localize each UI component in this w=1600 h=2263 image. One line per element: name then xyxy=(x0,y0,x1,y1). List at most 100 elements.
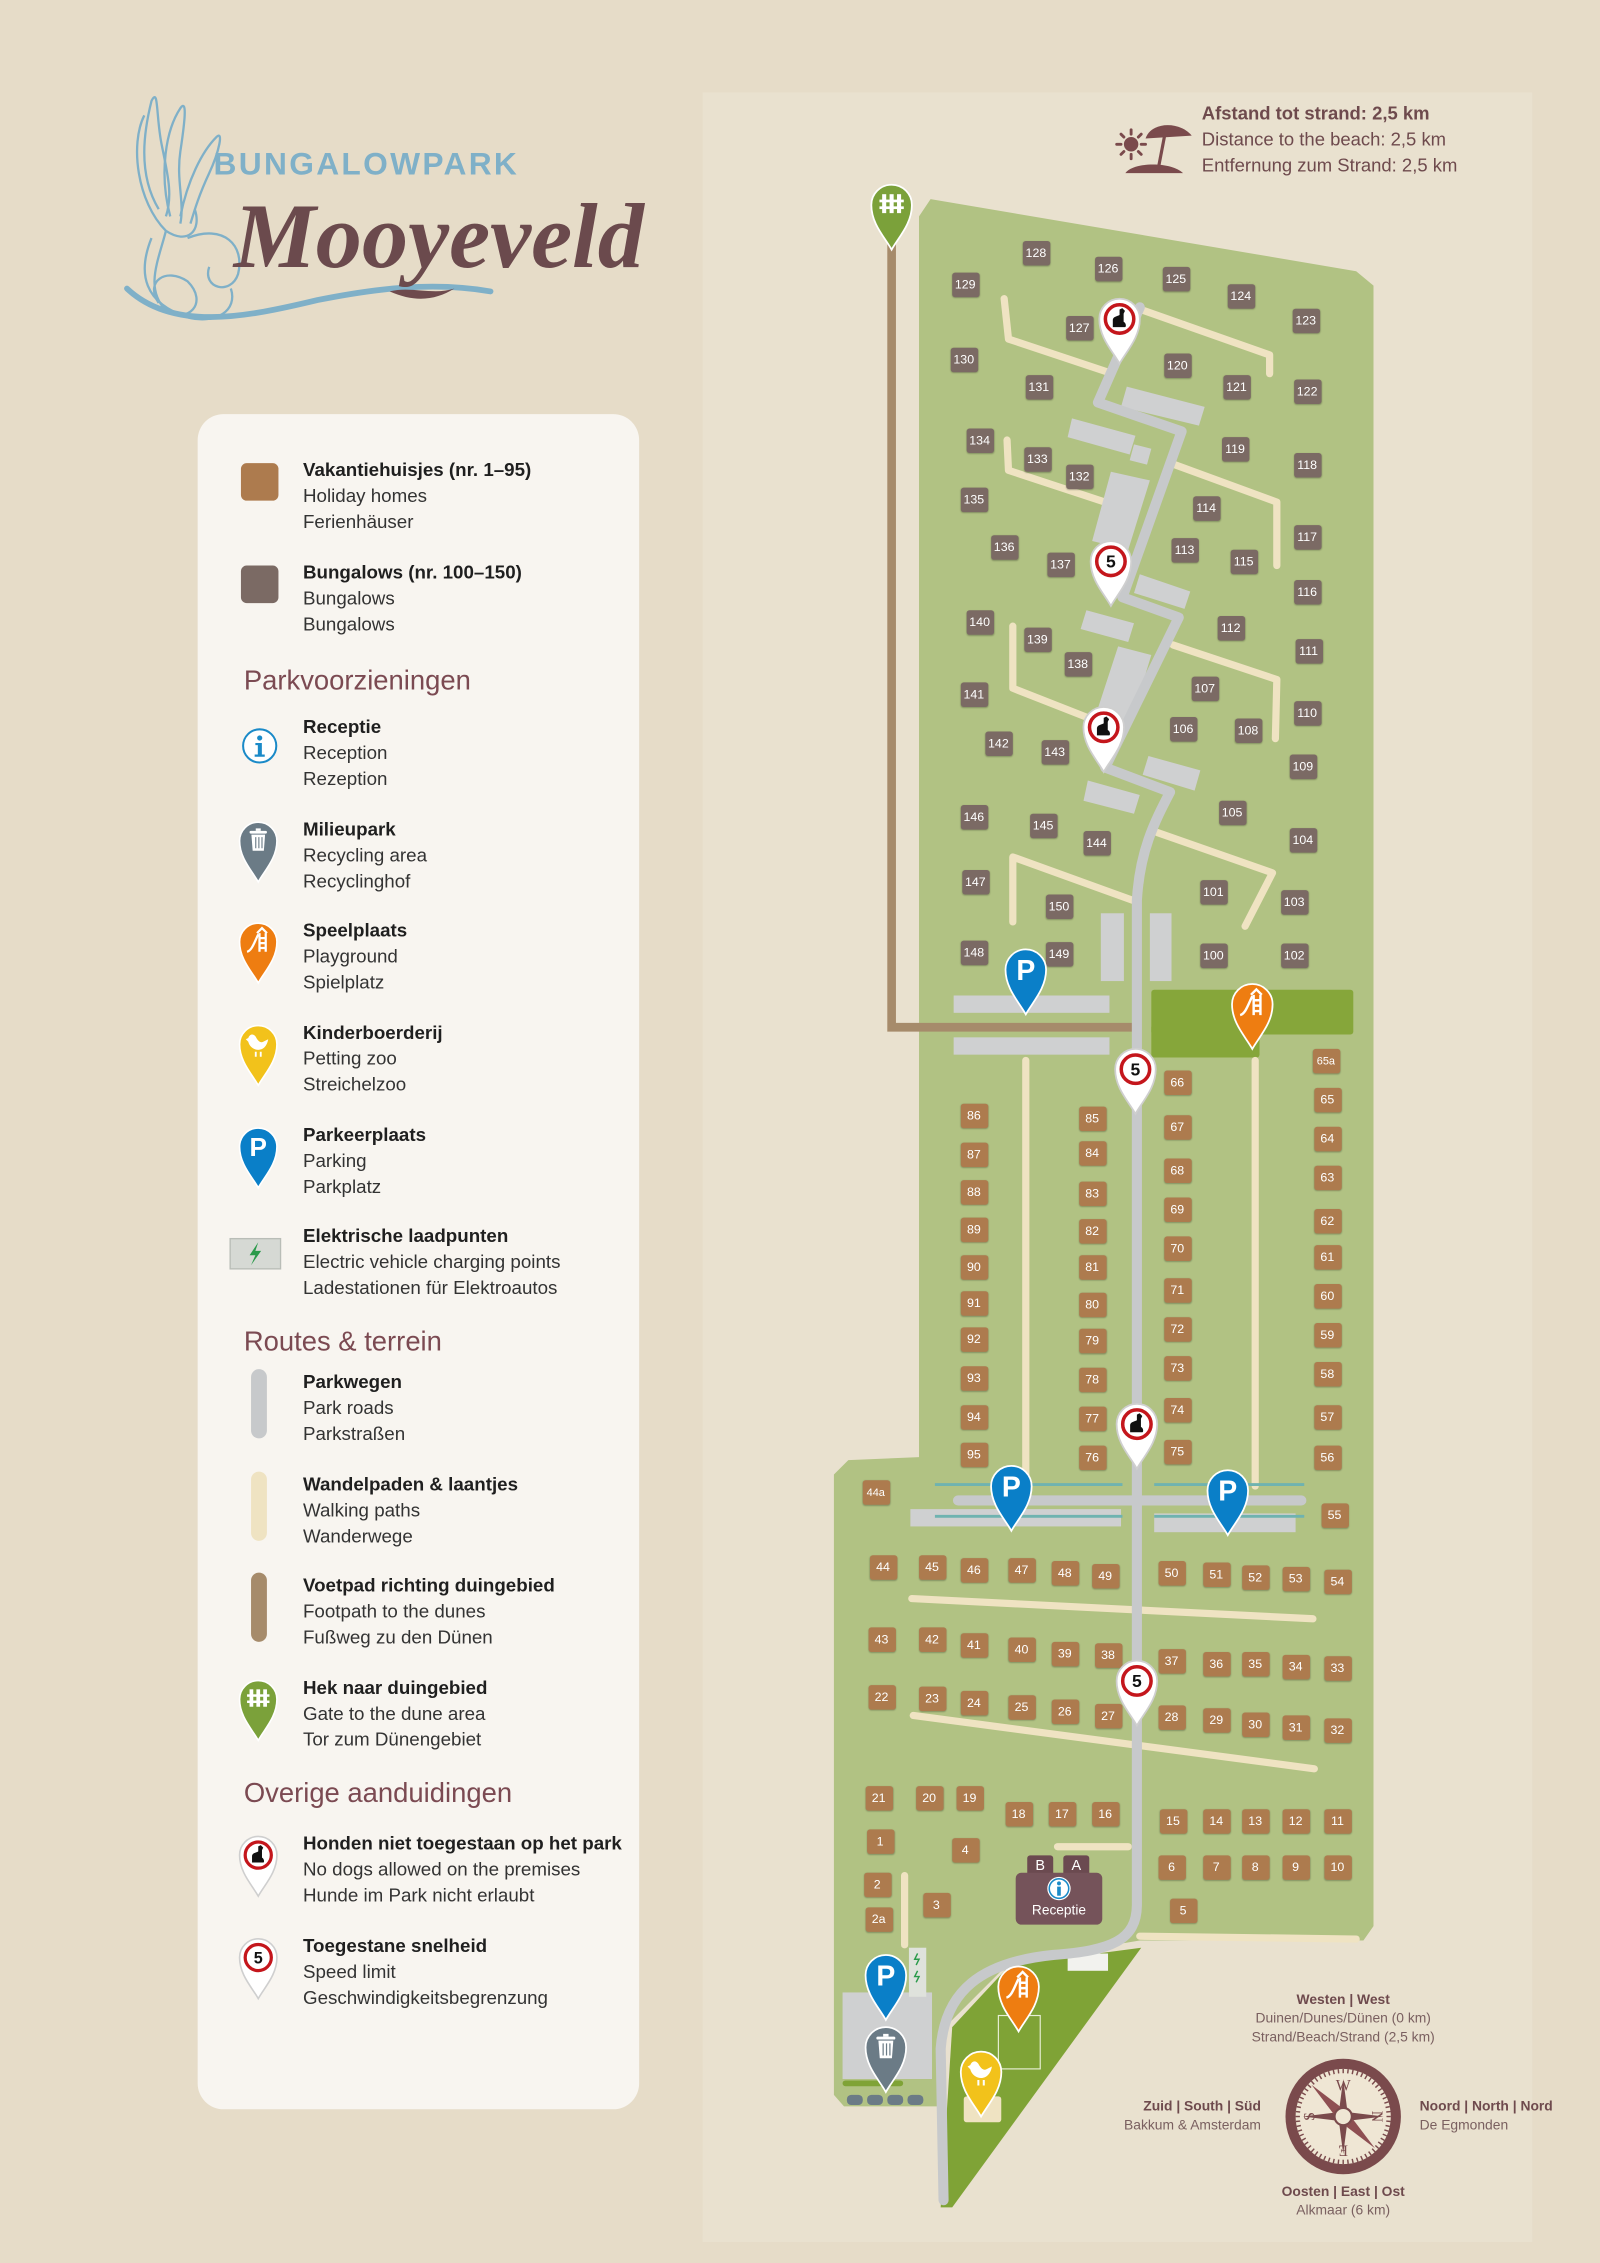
holiday-home-marker[interactable]: 7 xyxy=(1202,1854,1230,1880)
holiday-home-marker[interactable]: 68 xyxy=(1163,1157,1191,1183)
holiday-home-marker[interactable]: 93 xyxy=(960,1365,988,1391)
holiday-home-marker[interactable]: 62 xyxy=(1313,1208,1342,1233)
holiday-home-marker[interactable]: 57 xyxy=(1313,1404,1342,1430)
holiday-home-marker[interactable]: 40 xyxy=(1007,1636,1036,1662)
bungalow-marker[interactable]: 124 xyxy=(1227,283,1255,309)
bungalow-marker[interactable]: 112 xyxy=(1216,615,1245,640)
bungalow-marker[interactable]: 136 xyxy=(990,534,1018,560)
holiday-home-marker[interactable]: 10 xyxy=(1323,1854,1352,1880)
holiday-home-marker[interactable]: 8 xyxy=(1241,1854,1269,1880)
bungalow-marker[interactable]: 122 xyxy=(1293,378,1321,404)
holiday-home-marker[interactable]: 44 xyxy=(869,1554,897,1580)
holiday-home-marker[interactable]: 66 xyxy=(1163,1069,1191,1095)
holiday-home-marker[interactable]: 33 xyxy=(1323,1655,1352,1681)
holiday-home-marker[interactable]: 82 xyxy=(1078,1218,1106,1243)
holiday-home-marker[interactable]: 64 xyxy=(1313,1126,1342,1151)
bungalow-marker[interactable]: 105 xyxy=(1218,800,1246,825)
holiday-home-marker[interactable]: 58 xyxy=(1313,1361,1342,1386)
holiday-home-marker[interactable]: 65 xyxy=(1313,1087,1342,1112)
bungalow-marker[interactable]: 132 xyxy=(1065,463,1093,489)
holiday-home-marker[interactable]: 31 xyxy=(1281,1714,1310,1740)
holiday-home-marker[interactable]: 24 xyxy=(960,1690,988,1715)
no-dogs-pin-icon[interactable] xyxy=(1098,297,1141,366)
holiday-home-marker[interactable]: 73 xyxy=(1163,1355,1191,1380)
no-dogs-pin-icon[interactable] xyxy=(1082,706,1125,775)
bungalow-marker[interactable]: 139 xyxy=(1023,626,1052,652)
bungalow-marker[interactable]: 128 xyxy=(1022,240,1050,265)
bungalow-marker[interactable]: 140 xyxy=(965,609,994,635)
holiday-home-marker[interactable]: 35 xyxy=(1241,1651,1269,1676)
holiday-home-marker[interactable]: 1 xyxy=(866,1828,894,1854)
holiday-home-marker[interactable]: 92 xyxy=(960,1326,988,1352)
bungalow-marker[interactable]: 107 xyxy=(1190,675,1219,701)
recycling-pin-icon[interactable] xyxy=(864,2026,908,2095)
bungalow-marker[interactable]: 135 xyxy=(960,486,988,512)
holiday-home-marker[interactable]: 27 xyxy=(1094,1703,1122,1728)
bungalow-marker[interactable]: 138 xyxy=(1064,651,1092,676)
parking-pin-icon[interactable]: P xyxy=(864,1953,908,2022)
holiday-home-marker[interactable]: 38 xyxy=(1094,1642,1122,1668)
bungalow-marker[interactable]: 148 xyxy=(960,939,988,965)
holiday-home-marker[interactable]: 77 xyxy=(1078,1405,1106,1431)
holiday-home-marker[interactable]: 16 xyxy=(1091,1801,1119,1826)
parking-pin-icon[interactable]: P xyxy=(1004,948,1047,1017)
bungalow-marker[interactable]: 133 xyxy=(1023,446,1052,472)
bungalow-marker[interactable]: 145 xyxy=(1029,812,1057,838)
holiday-home-marker[interactable]: 37 xyxy=(1157,1648,1186,1673)
holiday-home-marker[interactable]: 85 xyxy=(1078,1105,1106,1131)
holiday-home-marker[interactable]: 20 xyxy=(915,1785,943,1810)
speed-limit-pin-icon[interactable]: 5 xyxy=(1115,1659,1159,1728)
holiday-home-marker[interactable]: 90 xyxy=(960,1254,988,1279)
holiday-home-marker[interactable]: 52 xyxy=(1241,1564,1269,1590)
holiday-home-marker[interactable]: 87 xyxy=(960,1141,988,1167)
holiday-home-marker[interactable]: 44a xyxy=(862,1479,890,1505)
bungalow-marker[interactable]: 143 xyxy=(1040,739,1069,764)
holiday-home-marker[interactable]: 76 xyxy=(1078,1444,1106,1470)
bungalow-marker[interactable]: 109 xyxy=(1289,753,1317,779)
bungalow-marker[interactable]: 137 xyxy=(1046,551,1075,577)
playground-pin-icon[interactable] xyxy=(1231,983,1274,1052)
bungalow-marker[interactable]: 123 xyxy=(1291,308,1320,333)
holiday-home-marker[interactable]: 59 xyxy=(1313,1322,1342,1347)
holiday-home-marker[interactable]: 15 xyxy=(1159,1808,1187,1834)
holiday-home-marker[interactable]: 13 xyxy=(1241,1808,1269,1834)
bungalow-marker[interactable]: 103 xyxy=(1280,889,1308,914)
holiday-home-marker[interactable]: 71 xyxy=(1163,1277,1191,1303)
holiday-home-marker[interactable]: 19 xyxy=(955,1785,984,1810)
holiday-home-marker[interactable]: 75 xyxy=(1163,1439,1191,1464)
holiday-home-marker[interactable]: 80 xyxy=(1078,1291,1106,1317)
bungalow-marker[interactable]: 101 xyxy=(1199,879,1228,904)
holiday-home-marker[interactable]: 54 xyxy=(1323,1568,1352,1594)
holiday-home-marker[interactable]: 56 xyxy=(1313,1444,1342,1470)
holiday-home-marker[interactable]: 91 xyxy=(960,1290,988,1316)
holiday-home-marker[interactable]: 17 xyxy=(1048,1801,1076,1826)
holiday-home-marker[interactable]: 95 xyxy=(960,1442,988,1467)
holiday-home-marker[interactable]: 74 xyxy=(1163,1397,1191,1422)
holiday-home-marker[interactable]: 11 xyxy=(1323,1808,1352,1834)
holiday-home-marker[interactable]: 79 xyxy=(1078,1328,1106,1353)
holiday-home-marker[interactable]: 12 xyxy=(1281,1808,1310,1834)
bungalow-marker[interactable]: 117 xyxy=(1293,524,1321,549)
petting-zoo-pin-icon[interactable] xyxy=(959,2050,1003,2119)
bungalow-marker[interactable]: 120 xyxy=(1163,352,1191,378)
holiday-home-marker[interactable]: 48 xyxy=(1051,1560,1079,1585)
holiday-home-marker[interactable]: 60 xyxy=(1313,1283,1342,1308)
parking-pin-icon[interactable]: P xyxy=(990,1464,1033,1533)
holiday-home-marker[interactable]: 53 xyxy=(1281,1566,1310,1591)
holiday-home-marker[interactable]: 94 xyxy=(960,1404,988,1430)
holiday-home-marker[interactable]: 45 xyxy=(918,1554,946,1580)
holiday-home-marker[interactable]: 43 xyxy=(867,1626,896,1652)
holiday-home-marker[interactable]: 78 xyxy=(1078,1367,1106,1392)
no-dogs-pin-icon[interactable] xyxy=(1115,1402,1159,1471)
holiday-home-marker[interactable]: 25 xyxy=(1007,1694,1036,1720)
holiday-home-marker[interactable]: 81 xyxy=(1078,1254,1106,1279)
holiday-home-marker[interactable]: 32 xyxy=(1323,1717,1352,1743)
bungalow-marker[interactable]: 127 xyxy=(1065,315,1093,340)
holiday-home-marker[interactable]: 42 xyxy=(918,1626,946,1652)
holiday-home-marker[interactable]: 70 xyxy=(1163,1235,1191,1261)
bungalow-marker[interactable]: 146 xyxy=(960,804,988,829)
bungalow-marker[interactable]: 106 xyxy=(1169,716,1197,741)
holiday-home-marker[interactable]: 88 xyxy=(960,1179,988,1204)
holiday-home-marker[interactable]: 49 xyxy=(1091,1563,1119,1588)
holiday-home-marker[interactable]: 14 xyxy=(1202,1808,1230,1834)
